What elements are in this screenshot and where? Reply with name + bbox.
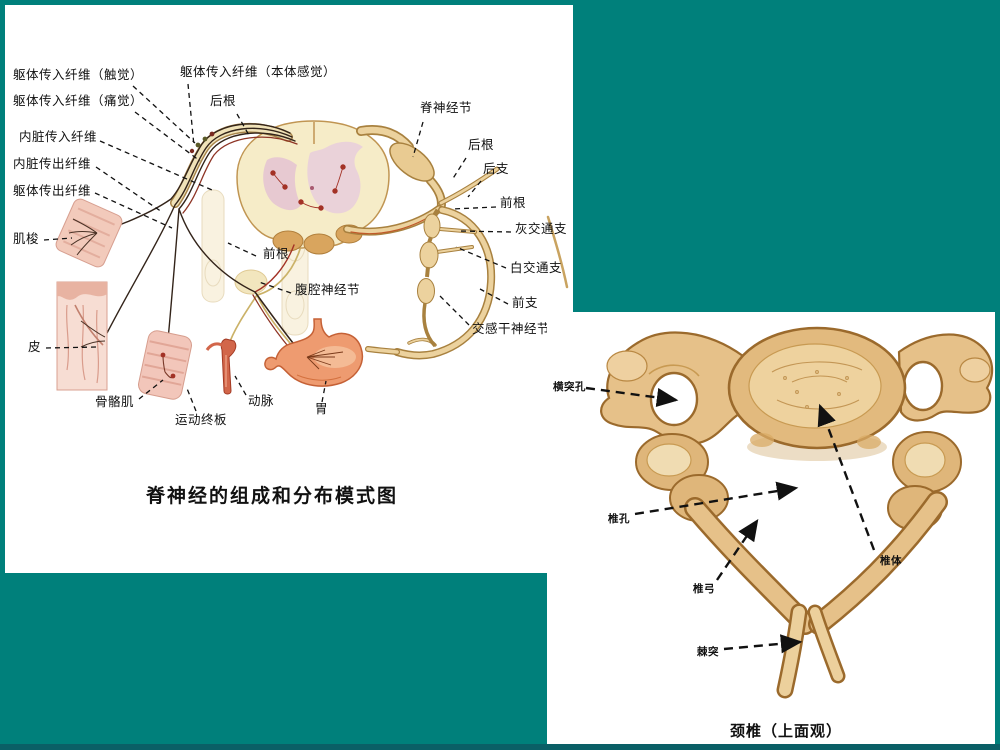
label-somatic-efferent-leader — [94, 192, 173, 229]
label-skeletal-muscle: 骨骼肌 — [95, 395, 135, 409]
cervical-vertebra-panel: 横突孔椎孔椎弓 椎体棘突 颈椎（上面观） — [547, 312, 995, 744]
ganglion-cell-dots — [189, 131, 215, 154]
label-vertebral-foramen-leader — [634, 481, 799, 516]
label-stomach-leader — [321, 380, 327, 403]
label-skeletal-muscle-leader — [138, 379, 164, 400]
label-motor-end-plate: 运动终板 — [175, 413, 228, 427]
label-muscle-spindle: 肌梭 — [13, 232, 40, 246]
label-somatic-afferent-proprioception: 躯体传入纤维（本体感觉） — [180, 65, 337, 79]
spinal-nerve-diagram-panel: 躯体传入纤维（触觉） 躯体传入纤维（痛觉） 内脏传入纤维内脏传出纤维躯体传出纤维肌梭… — [5, 5, 573, 573]
label-somatic-afferent-pain: 躯体传入纤维（痛觉） — [13, 94, 144, 108]
label-posterior-root-right-leader — [451, 157, 467, 181]
label-posterior-root-right: 后根 — [468, 138, 495, 152]
label-posterior-branch: 后支 — [483, 162, 510, 176]
label-sympathetic-trunk-ganglion-leader — [437, 293, 470, 326]
muscle-spindle-nerves — [68, 218, 98, 256]
label-posterior-root-top-leader — [236, 113, 251, 138]
spinal-nerve-illustration — [55, 120, 569, 400]
label-gray-communicating-branch: 灰交通支 — [515, 222, 568, 236]
label-somatic-afferent-touch: 躯体传入纤维（触觉） — [13, 68, 144, 82]
cord-neuron-dots — [270, 164, 346, 211]
label-vertebral-body: 椎体 — [880, 555, 902, 567]
label-visceral-efferent: 内脏传出纤维 — [13, 157, 92, 171]
motor-end-plates — [160, 352, 176, 379]
label-anterior-root-mid: 前根 — [263, 247, 290, 261]
label-anterior-root-right: 前根 — [500, 196, 527, 210]
label-spinal-ganglion-leader — [412, 121, 424, 158]
label-anterior-branch-leader — [479, 288, 509, 305]
label-artery-leader — [234, 375, 247, 396]
label-spinous-process-leader — [723, 634, 803, 654]
label-vertebral-arch: 椎弓 — [693, 583, 715, 595]
label-vertebral-arch-leader — [716, 519, 759, 581]
label-stomach: 胃 — [315, 402, 329, 416]
label-skin: 皮 — [28, 340, 42, 354]
label-celiac-ganglion-leader — [258, 281, 292, 294]
sympathetic-trunk — [417, 208, 441, 348]
stomach-shape — [264, 318, 363, 387]
label-anterior-branch: 前支 — [512, 296, 539, 310]
leader-lines-layer-2 — [585, 386, 876, 654]
skeletal-muscle-shape — [138, 330, 192, 400]
label-visceral-afferent-leader — [99, 140, 213, 191]
label-posterior-root-top: 后根 — [210, 94, 237, 108]
nerve-fiber-bundle — [96, 122, 306, 373]
diagram-title: 脊神经的组成和分布模式图 — [145, 486, 399, 507]
label-spinous-process: 棘突 — [697, 646, 719, 658]
label-posterior-branch-leader — [467, 180, 482, 198]
label-muscle-spindle-leader — [43, 237, 73, 241]
vertebra-caption: 颈椎（上面观） — [729, 723, 843, 740]
label-somatic-efferent: 躯体传出纤维 — [13, 184, 92, 198]
label-celiac-ganglion: 腹腔神经节 — [295, 283, 361, 297]
skin-shape — [56, 281, 108, 391]
label-skin-leader — [45, 346, 98, 349]
label-somatic-afferent-pain-leader — [134, 111, 201, 162]
label-white-communicating-branch-leader — [455, 246, 507, 269]
artery-shape — [205, 338, 237, 395]
celiac-ganglion-shape — [234, 269, 268, 295]
label-artery: 动脉 — [248, 394, 275, 408]
label-sympathetic-trunk-ganglion: 交感干神经节 — [472, 322, 551, 336]
label-transverse-foramen: 横突孔 — [553, 381, 586, 393]
label-anterior-root-mid-leader — [227, 242, 257, 257]
label-visceral-afferent: 内脏传入纤维 — [19, 130, 98, 144]
label-vertebral-body-leader — [817, 403, 876, 551]
spinal-ganglion-shape — [389, 142, 435, 182]
leader-lines-layer-1 — [43, 83, 512, 412]
muscle-spindle-shape — [55, 198, 123, 268]
label-vertebral-foramen: 椎孔 — [608, 513, 630, 525]
label-visceral-efferent-leader — [95, 166, 163, 213]
slide-bottom-strip — [0, 744, 1000, 750]
label-white-communicating-branch: 白交通支 — [510, 261, 563, 275]
label-spinal-ganglion: 脊神经节 — [420, 101, 473, 115]
label-transverse-foramen-leader — [585, 386, 679, 407]
label-anterior-root-right-leader — [451, 206, 497, 210]
label-motor-end-plate-leader — [185, 385, 197, 412]
label-somatic-afferent-proprioception-leader — [187, 83, 195, 147]
label-gray-communicating-branch-leader — [458, 230, 512, 233]
